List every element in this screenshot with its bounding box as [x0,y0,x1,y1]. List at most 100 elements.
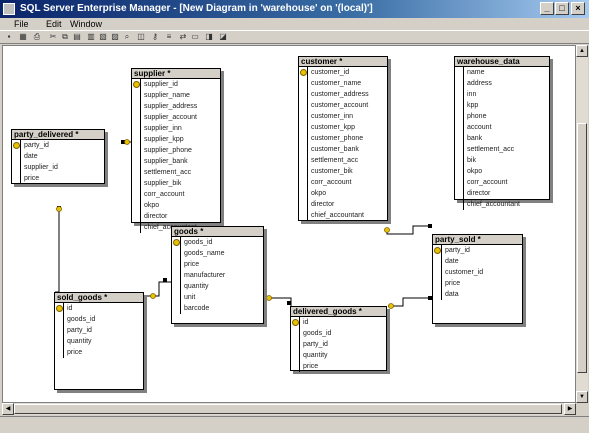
table-column[interactable]: settlement_acc [455,144,549,155]
table-column[interactable]: goods_id [55,314,143,325]
table-column[interactable]: supplier_phone [132,145,220,156]
row-selector[interactable] [299,78,308,89]
table-column[interactable]: chief_accountant [299,210,387,221]
row-selector[interactable] [433,267,442,278]
row-selector[interactable] [299,177,308,188]
table-column[interactable]: supplier_bik [132,178,220,189]
table-column[interactable]: customer_account [299,100,387,111]
row-selector[interactable] [132,200,141,211]
row-selector[interactable] [455,188,464,199]
relationship-icon[interactable]: ⇄ [179,32,187,41]
menu-edit[interactable]: Edit [46,19,62,29]
table-column[interactable]: customer_inn [299,111,387,122]
table-column[interactable]: account [455,122,549,133]
table-column[interactable]: supplier_id [12,162,104,173]
scroll-left-icon[interactable]: ◀ [2,403,14,415]
scroll-up-icon[interactable]: ▲ [576,45,588,57]
row-selector[interactable] [299,188,308,199]
table-column[interactable]: chief_accountant [132,222,220,233]
table-column[interactable]: price [433,278,522,289]
arrange-icon[interactable]: ◨ [205,32,213,41]
properties-icon[interactable]: ▨ [111,32,119,41]
row-selector[interactable] [132,145,141,156]
table-column[interactable]: supplier_kpp [132,134,220,145]
table-column[interactable]: party_id [433,245,522,256]
row-selector[interactable] [132,167,141,178]
app-icon[interactable] [3,3,15,15]
table-column[interactable]: unit [172,292,263,303]
row-selector[interactable] [299,111,308,122]
table-column[interactable]: goods_id [291,328,386,339]
row-selector[interactable] [132,222,141,233]
table-column[interactable]: customer_bank [299,144,387,155]
maximize-button[interactable]: □ [555,2,569,15]
row-selector[interactable] [172,281,181,292]
table-column[interactable]: date [433,256,522,267]
row-selector[interactable] [433,278,442,289]
row-selector[interactable] [132,90,141,101]
table-column[interactable]: customer_address [299,89,387,100]
row-selector[interactable] [299,100,308,111]
row-selector[interactable] [299,166,308,177]
row-selector[interactable] [12,151,21,162]
table-column[interactable]: address [455,78,549,89]
row-selector[interactable] [132,156,141,167]
show-labels-icon[interactable]: ◪ [219,32,227,41]
table-column[interactable]: goods_name [172,248,263,259]
table-column[interactable]: price [12,173,104,184]
table-column[interactable]: date [12,151,104,162]
menu-window[interactable]: Window [70,19,103,29]
table-column[interactable]: corr_account [132,189,220,200]
row-selector[interactable] [455,166,464,177]
row-selector[interactable] [172,292,181,303]
row-selector[interactable] [55,347,64,358]
table-column[interactable]: okpo [455,166,549,177]
row-selector[interactable] [132,79,141,90]
menu-file[interactable]: File [14,19,29,29]
table-column[interactable]: settlement_acc [132,167,220,178]
row-selector[interactable] [433,256,442,267]
row-selector[interactable] [455,177,464,188]
table-column[interactable]: corr_account [299,177,387,188]
table-column[interactable]: customer_id [433,267,522,278]
table-column[interactable]: data [433,289,522,300]
table-column[interactable]: supplier_id [132,79,220,90]
table-column[interactable]: supplier_name [132,90,220,101]
row-selector[interactable] [172,303,181,314]
row-selector[interactable] [299,144,308,155]
table-column[interactable]: customer_bik [299,166,387,177]
row-selector[interactable] [455,122,464,133]
minimize-button[interactable]: _ [540,2,554,15]
row-selector[interactable] [55,336,64,347]
table-column[interactable]: party_id [55,325,143,336]
row-selector[interactable] [299,122,308,133]
table-column[interactable]: corr_account [455,177,549,188]
vertical-scrollbar[interactable]: ▲ ▼ [576,45,588,403]
table-column[interactable]: phone [455,111,549,122]
row-selector[interactable] [172,270,181,281]
row-selector[interactable] [291,328,300,339]
text-annotation-icon[interactable]: ▭ [191,32,199,41]
table-column[interactable]: kpp [455,100,549,111]
table-column[interactable]: chief_accountant [455,199,549,210]
row-selector[interactable] [455,78,464,89]
layout-icon[interactable]: ◫ [137,32,145,41]
row-selector[interactable] [299,199,308,210]
table-column[interactable]: director [299,199,387,210]
row-selector[interactable] [55,325,64,336]
table-column[interactable]: bik [455,155,549,166]
zoom-icon[interactable]: ⌕ [124,32,130,41]
row-selector[interactable] [299,155,308,166]
table-column[interactable]: supplier_address [132,101,220,112]
row-selector[interactable] [455,89,464,100]
table-column[interactable]: price [291,361,386,372]
row-selector[interactable] [172,259,181,270]
row-selector[interactable] [455,67,464,78]
row-selector[interactable] [132,101,141,112]
row-selector[interactable] [132,189,141,200]
table-column[interactable]: inn [455,89,549,100]
